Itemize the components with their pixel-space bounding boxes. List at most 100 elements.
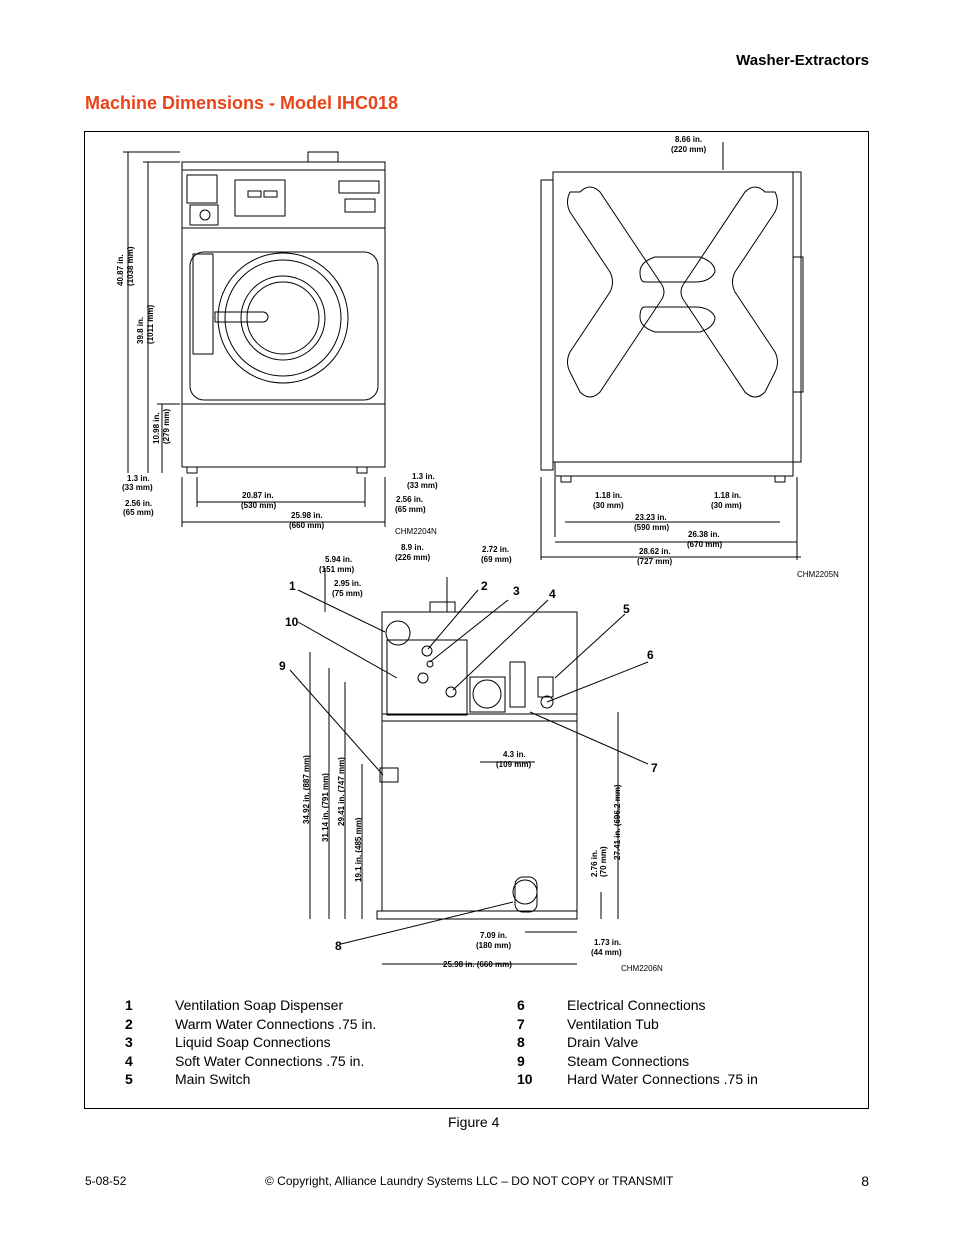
callout-10: 10	[285, 615, 299, 629]
dim-front-height-base-mm: (279 mm)	[162, 409, 171, 444]
callout-2: 2	[481, 579, 488, 593]
front-view-code: CHM2204N	[395, 527, 437, 536]
copyright-notice: © Copyright, Alliance Laundry Systems LL…	[265, 1174, 674, 1188]
dim-front-side-right-mm: (65 mm)	[395, 505, 426, 514]
dim-front-width: 25.98 in.	[291, 511, 323, 520]
dim-side-body-mm: (670 mm)	[687, 540, 722, 549]
dim-rear-tub-mm: (109 mm)	[496, 760, 531, 769]
dim-rear-d2: 8.9 in.	[401, 543, 424, 552]
legend-label: Steam Connections	[567, 1052, 690, 1069]
callout-4: 4	[549, 587, 556, 601]
legend-number: 3	[125, 1034, 133, 1051]
dim-front-side-left-mm: (65 mm)	[123, 508, 154, 517]
dim-rear-tub: 4.3 in.	[503, 750, 526, 759]
callout-7: 7	[651, 761, 658, 775]
legend-number: 5	[125, 1071, 133, 1088]
dim-front-foot-right: 1.3 in.	[412, 472, 435, 481]
legend-label: Electrical Connections	[567, 997, 706, 1013]
dim-side-front-offset-mm: (69 mm)	[481, 555, 512, 564]
doc-number: 5-08-52	[85, 1174, 127, 1188]
dim-rear-d3-mm: (75 mm)	[332, 589, 363, 598]
dim-front-height-top-mm: (1011 mm)	[146, 305, 155, 344]
dim-rear-foot: 1.73 in.	[594, 938, 621, 947]
legend-item: 6 Electrical Connections	[517, 997, 758, 1016]
callout-8: 8	[335, 939, 342, 953]
side-view	[540, 142, 804, 560]
dim-front-height-total: 40.87 in.	[116, 254, 125, 286]
dim-side-front-offset: 2.72 in.	[482, 545, 509, 554]
figure-frame: 40.87 in. (1038 mm) 39.8 in. (1011 mm) 1…	[84, 131, 869, 1109]
dim-rear-width: 25.98 in. (660 mm)	[443, 960, 512, 969]
dim-side-body: 26.38 in.	[688, 530, 720, 539]
dim-rear-v6: 2.76 in.	[590, 850, 599, 877]
callout-6: 6	[647, 648, 654, 662]
dim-front-height-total-mm: (1038 mm)	[126, 246, 135, 286]
dim-rear-d1: 5.94 in.	[325, 555, 352, 564]
dim-side-overall: 28.62 in.	[639, 547, 671, 556]
legend-item: 3 Liquid Soap Connections	[125, 1034, 376, 1053]
dim-rear-drain: 7.09 in.	[480, 931, 507, 940]
dim-rear-d3: 2.95 in.	[334, 579, 361, 588]
callout-9: 9	[279, 659, 286, 673]
legend-item: 1 Ventilation Soap Dispenser	[125, 997, 376, 1016]
dim-rear-d2-mm: (226 mm)	[395, 553, 430, 562]
legend-column-left: 1 Ventilation Soap Dispenser 2 Warm Water …	[125, 997, 376, 1090]
dim-rear-v4: 19.1 in. (485 mm)	[354, 817, 363, 882]
legend-column-right: 6 Electrical Connections 7 Ventilation Tub…	[517, 997, 758, 1090]
legend-number: 10	[517, 1071, 533, 1088]
dim-front-height-top: 39.8 in.	[136, 317, 145, 344]
legend-label: Ventilation Tub	[567, 1015, 659, 1032]
dim-side-foot-span-mm: (590 mm)	[634, 523, 669, 532]
legend-number: 6	[517, 997, 525, 1013]
section-header: Washer-Extractors	[736, 52, 869, 69]
legend-number: 1	[125, 997, 133, 1013]
legend-item: 4 Soft Water Connections .75 in.	[125, 1053, 376, 1072]
dim-side-overall-mm: (727 mm)	[637, 557, 672, 566]
dim-front-side-left: 2.56 in.	[125, 499, 152, 508]
legend-label: Hard Water Connections .75 in	[567, 1071, 758, 1088]
dim-front-foot-left-mm: (33 mm)	[122, 483, 153, 492]
legend-item: 7 Ventilation Tub	[517, 1016, 758, 1035]
legend-number: 7	[517, 1015, 525, 1032]
front-view	[123, 151, 386, 527]
legend-number: 9	[517, 1052, 525, 1069]
legend-number: 8	[517, 1034, 525, 1051]
legend-label: Main Switch	[175, 1071, 251, 1088]
legend-label: Soft Water Connections .75 in.	[175, 1052, 365, 1069]
dim-rear-v2: 31.14 in. (791 mm)	[321, 773, 330, 842]
legend-item: 5 Main Switch	[125, 1071, 376, 1090]
legend-label: Liquid Soap Connections	[175, 1034, 331, 1051]
callout-3: 3	[513, 584, 520, 598]
side-view-code: CHM2205N	[797, 570, 839, 579]
dim-rear-v6-mm: (70 mm)	[599, 846, 608, 877]
dim-front-foot-span: 20.87 in.	[242, 491, 274, 500]
legend-label: Warm Water Connections .75 in.	[175, 1015, 377, 1032]
dimension-drawing: 40.87 in. (1038 mm) 39.8 in. (1011 mm) 1…	[116, 135, 839, 973]
dim-side-foot-span: 23.23 in.	[635, 513, 667, 522]
dim-front-height-base: 10.98 in.	[152, 412, 161, 444]
dim-side-foot-right: 1.18 in.	[714, 491, 741, 500]
figure-caption: Figure 4	[448, 1114, 500, 1130]
legend-item: 2 Warm Water Connections .75 in.	[125, 1016, 376, 1035]
dim-rear-v1: 34.92 in. (887 mm)	[302, 755, 311, 824]
legend-item: 10 Hard Water Connections .75 in	[517, 1071, 758, 1090]
dim-front-foot-right-mm: (33 mm)	[407, 481, 438, 490]
legend-label: Ventilation Soap Dispenser	[175, 997, 344, 1013]
page-title: Machine Dimensions - Model IHC018	[85, 93, 399, 113]
dim-front-width-mm: (660 mm)	[289, 521, 324, 530]
dim-side-foot-left: 1.18 in.	[595, 491, 622, 500]
dim-rear-drain-mm: (180 mm)	[476, 941, 511, 950]
dim-front-side-right: 2.56 in.	[396, 495, 423, 504]
dim-side-foot-right-mm: (30 mm)	[711, 501, 742, 510]
dim-rear-v5: 27.41 in. (696.2 mm)	[613, 784, 622, 860]
dim-side-top-offset: 8.66 in.	[675, 135, 702, 144]
dim-front-foot-span-mm: (530 mm)	[241, 501, 276, 510]
dim-side-foot-left-mm: (30 mm)	[593, 501, 624, 510]
dim-rear-v3: 29.41 in. (747 mm)	[337, 757, 346, 826]
legend-number: 4	[125, 1052, 133, 1069]
dim-rear-d1-mm: (151 mm)	[319, 565, 354, 574]
page-number: 8	[861, 1173, 869, 1189]
dim-rear-foot-mm: (44 mm)	[591, 948, 622, 957]
legend-number: 2	[125, 1015, 133, 1032]
